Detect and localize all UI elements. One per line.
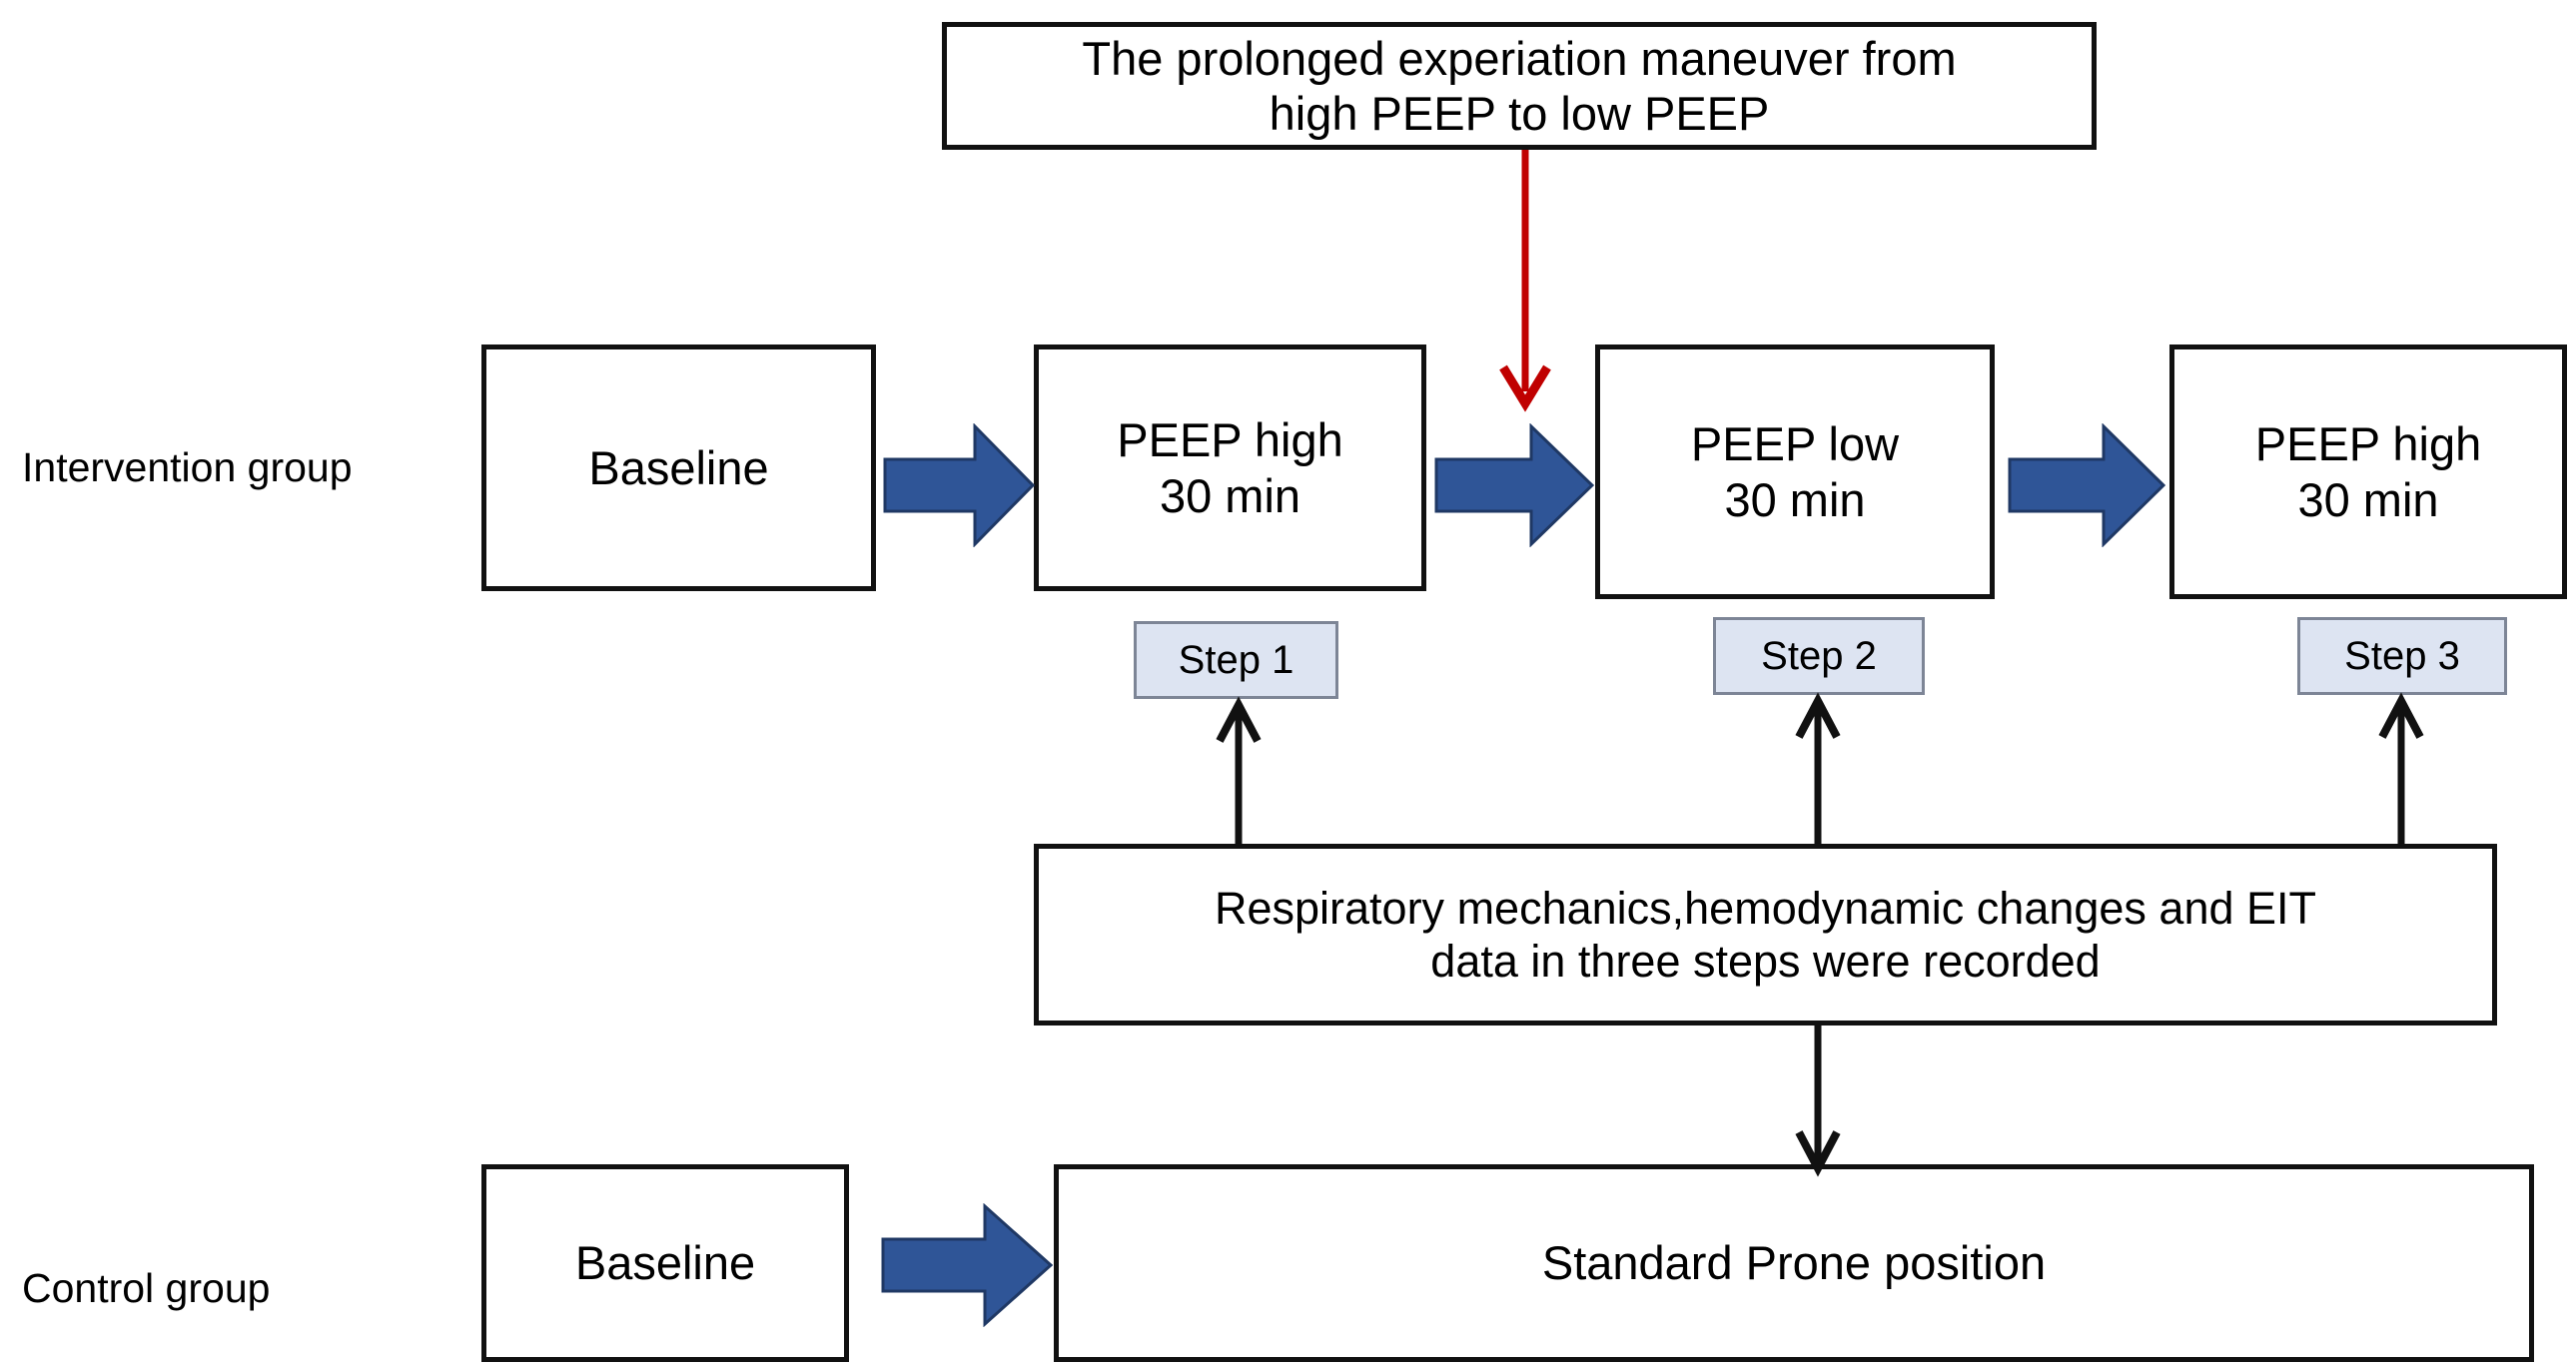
row-label-intervention-group: Intervention group bbox=[22, 429, 451, 505]
control-box-baseline-text: Baseline bbox=[574, 1236, 756, 1290]
control-box-baseline: Baseline bbox=[481, 1164, 849, 1362]
maneuver-title-box: The prolonged experiation maneuver from … bbox=[942, 22, 2097, 150]
connector-data-to-step-1 bbox=[1216, 696, 1262, 844]
connector-data-to-step-3 bbox=[2378, 692, 2424, 844]
blue-arrow-peep-high-1-to-peep-low bbox=[1434, 423, 1594, 547]
intervention-box-peep-high-1-text: PEEP high 30 min bbox=[1117, 413, 1343, 522]
maneuver-title-text: The prolonged experiation maneuver from … bbox=[1082, 31, 1957, 140]
connector-data-to-step-2 bbox=[1795, 692, 1841, 844]
step-badge-3[interactable]: Step 3 bbox=[2297, 617, 2507, 695]
data-recorded-box-text: Respiratory mechanics,hemodynamic change… bbox=[1214, 882, 2317, 987]
step-badge-1-text: Step 1 bbox=[1178, 637, 1294, 682]
row-label-control-group: Control group bbox=[22, 1250, 451, 1326]
control-box-standard-prone-position: Standard Prone position bbox=[1054, 1164, 2534, 1362]
intervention-box-baseline-text: Baseline bbox=[588, 440, 769, 494]
connector-data-to-standard-prone bbox=[1795, 1025, 1841, 1177]
blue-arrow-control-baseline-to-standard-prone bbox=[881, 1203, 1053, 1327]
step-badge-1[interactable]: Step 1 bbox=[1134, 621, 1338, 699]
intervention-box-peep-high-2-text: PEEP high 30 min bbox=[2254, 417, 2482, 526]
maneuver-red-arrow bbox=[1499, 150, 1551, 412]
row-label-intervention-group-text: Intervention group bbox=[22, 443, 353, 490]
step-badge-2-text: Step 2 bbox=[1761, 633, 1877, 678]
data-recorded-box: Respiratory mechanics,hemodynamic change… bbox=[1034, 844, 2497, 1025]
intervention-box-peep-high-1: PEEP high 30 min bbox=[1034, 344, 1426, 591]
intervention-box-peep-high-2: PEEP high 30 min bbox=[2169, 344, 2567, 599]
intervention-box-peep-low: PEEP low 30 min bbox=[1595, 344, 1995, 599]
control-box-standard-prone-position-text: Standard Prone position bbox=[1541, 1236, 2047, 1290]
intervention-box-baseline: Baseline bbox=[481, 344, 876, 591]
step-badge-3-text: Step 3 bbox=[2344, 633, 2460, 678]
blue-arrow-peep-low-to-peep-high-2 bbox=[2008, 423, 2165, 547]
intervention-box-peep-low-text: PEEP low 30 min bbox=[1690, 417, 1900, 526]
step-badge-2[interactable]: Step 2 bbox=[1713, 617, 1925, 695]
row-label-control-group-text: Control group bbox=[22, 1264, 271, 1311]
blue-arrow-baseline-to-peep-high-1 bbox=[883, 423, 1035, 547]
